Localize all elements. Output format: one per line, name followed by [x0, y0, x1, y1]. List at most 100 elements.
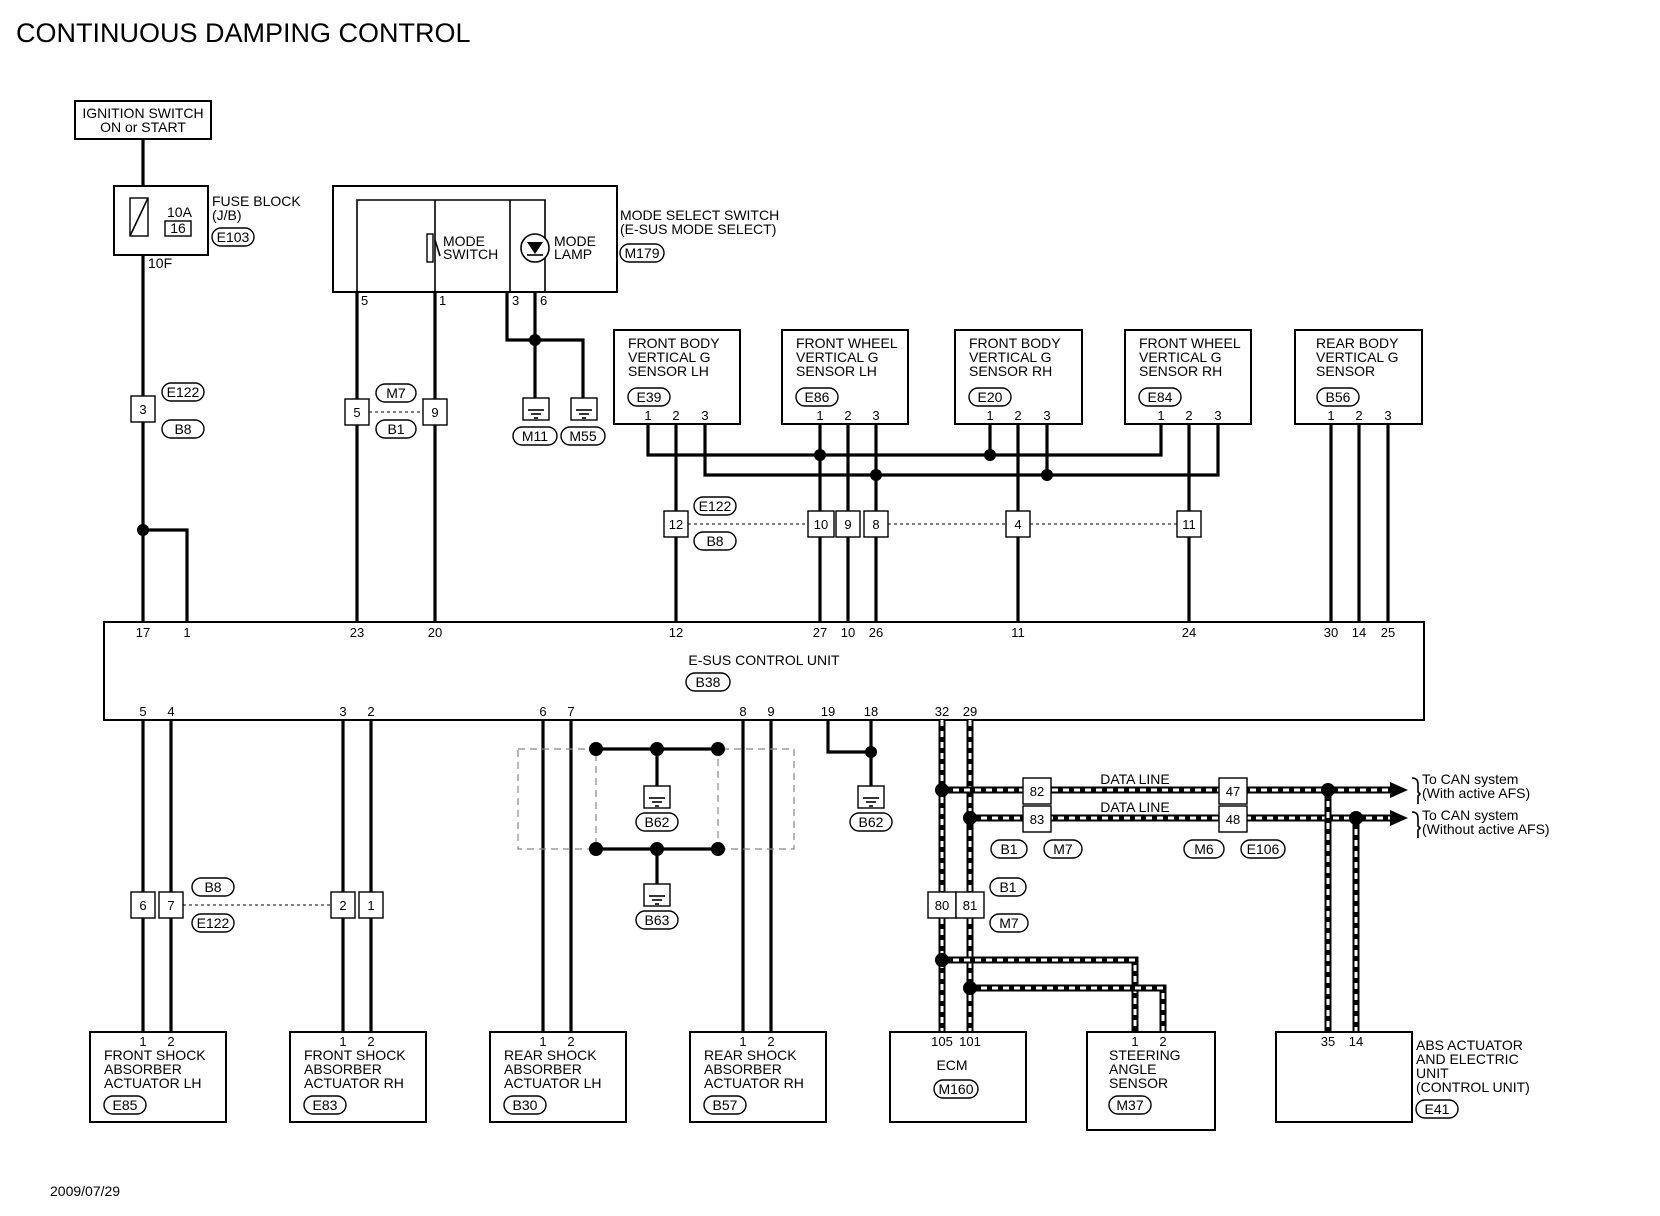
svg-text:ABS ACTUATOR: ABS ACTUATOR [1416, 1037, 1523, 1053]
svg-text:M55: M55 [569, 428, 596, 444]
svg-text:83: 83 [1030, 812, 1044, 827]
e-sus-control-unit: E-SUS CONTROL UNIT B38 17 1 23 20 12 27 … [103, 621, 1425, 721]
svg-text:ABSORBER: ABSORBER [704, 1061, 782, 1077]
svg-text:ECM: ECM [936, 1057, 967, 1073]
svg-text:6: 6 [139, 898, 146, 913]
svg-text:SENSOR: SENSOR [1109, 1075, 1168, 1091]
svg-text:FUSE BLOCK: FUSE BLOCK [212, 193, 301, 209]
svg-text:3: 3 [512, 293, 519, 308]
svg-text:FRONT WHEEL: FRONT WHEEL [1139, 335, 1241, 351]
svg-text:B1: B1 [999, 879, 1016, 895]
svg-text:24: 24 [1182, 625, 1196, 640]
svg-text:SENSOR LH: SENSOR LH [628, 363, 709, 379]
svg-text:20: 20 [428, 625, 442, 640]
svg-text:MODE: MODE [554, 233, 596, 249]
svg-text:6: 6 [539, 704, 546, 719]
svg-text:STEERING: STEERING [1109, 1047, 1181, 1063]
svg-text:REAR SHOCK: REAR SHOCK [504, 1047, 597, 1063]
svg-text:11: 11 [1182, 517, 1196, 532]
svg-text:35: 35 [1321, 1034, 1335, 1049]
svg-text:M7: M7 [1053, 841, 1073, 857]
svg-text:E83: E83 [313, 1097, 338, 1113]
svg-text:To CAN system: To CAN system [1422, 771, 1518, 787]
svg-text:1: 1 [367, 898, 374, 913]
svg-text:81: 81 [963, 898, 977, 913]
steering-angle-sensor: 1 2 STEERING ANGLE SENSOR M37 [1086, 1031, 1216, 1131]
svg-text:E39: E39 [637, 389, 662, 405]
svg-text:3: 3 [1043, 408, 1050, 423]
svg-text:B63: B63 [645, 912, 670, 928]
svg-text:47: 47 [1226, 784, 1240, 799]
svg-text:14: 14 [1352, 625, 1366, 640]
svg-text:7: 7 [167, 898, 174, 913]
data-line-label-2: DATA LINE [1100, 799, 1170, 815]
svg-text:AND ELECTRIC: AND ELECTRIC [1416, 1051, 1519, 1067]
svg-text:FRONT BODY: FRONT BODY [969, 335, 1061, 351]
svg-text:1: 1 [183, 625, 190, 640]
svg-text:MODE: MODE [443, 233, 485, 249]
svg-text:ANGLE: ANGLE [1109, 1061, 1156, 1077]
actuator-front-rh: 1 2 FRONT SHOCK ABSORBER ACTUATOR RH E83 [289, 1031, 427, 1123]
mode-select-switch: MODE SWITCH MODE LAMP MODE SELECT SWITCH… [332, 185, 779, 308]
svg-text:10F: 10F [148, 255, 172, 271]
svg-text:2: 2 [844, 408, 851, 423]
svg-text:E41: E41 [1425, 1101, 1450, 1117]
ecm: 105 101 ECM M160 [889, 1031, 1027, 1123]
svg-text:3: 3 [139, 402, 146, 417]
sensor-front-wheel-rh: FRONT WHEEL VERTICAL G SENSOR RH E84 1 2… [1124, 329, 1252, 425]
svg-text:FRONT SHOCK: FRONT SHOCK [104, 1047, 206, 1063]
svg-text:5: 5 [361, 293, 368, 308]
svg-text:B38: B38 [696, 674, 721, 690]
svg-text:(J/B): (J/B) [212, 207, 242, 223]
svg-text:10A: 10A [167, 204, 193, 220]
svg-text:4: 4 [167, 704, 174, 719]
data-line-label-1: DATA LINE [1100, 771, 1170, 787]
svg-text:B57: B57 [713, 1097, 738, 1113]
svg-text:17: 17 [136, 625, 150, 640]
svg-text:M6: M6 [1194, 841, 1214, 857]
svg-text:VERTICAL G: VERTICAL G [1139, 349, 1221, 365]
svg-text:E84: E84 [1148, 389, 1173, 405]
svg-text:B30: B30 [513, 1097, 538, 1113]
svg-text:ACTUATOR LH: ACTUATOR LH [104, 1075, 202, 1091]
svg-text:E85: E85 [113, 1097, 138, 1113]
svg-text:(CONTROL UNIT): (CONTROL UNIT) [1416, 1079, 1530, 1095]
can-wiring [938, 720, 1390, 1032]
svg-text:6: 6 [540, 293, 547, 308]
svg-text:1: 1 [539, 1034, 546, 1049]
svg-text:25: 25 [1381, 625, 1395, 640]
svg-text:E106: E106 [1247, 841, 1280, 857]
svg-text:11: 11 [1011, 625, 1025, 640]
svg-text:1: 1 [1157, 408, 1164, 423]
svg-text:B56: B56 [1326, 389, 1351, 405]
svg-text:B1: B1 [387, 421, 404, 437]
ground-b63: B63 [635, 883, 679, 930]
svg-text:E122: E122 [167, 384, 200, 400]
svg-text:48: 48 [1226, 812, 1240, 827]
svg-text:B62: B62 [645, 814, 670, 830]
svg-text:E122: E122 [197, 915, 230, 931]
sensor-front-body-lh: FRONT BODY VERTICAL G SENSOR LH E39 1 2 … [613, 329, 741, 425]
svg-text:(With active AFS): (With active AFS) [1422, 785, 1530, 801]
ground-m55: M55 [560, 397, 606, 446]
svg-text:M179: M179 [624, 245, 659, 261]
fuse-connector-tag: E103 [217, 229, 250, 245]
svg-text:30: 30 [1324, 625, 1338, 640]
svg-text:9: 9 [844, 517, 851, 532]
svg-text:SENSOR RH: SENSOR RH [1139, 363, 1222, 379]
svg-text:SENSOR LH: SENSOR LH [796, 363, 877, 379]
svg-text:LAMP: LAMP [554, 246, 592, 262]
svg-text:1: 1 [139, 1034, 146, 1049]
svg-text:1: 1 [439, 293, 446, 308]
svg-text:14: 14 [1349, 1034, 1363, 1049]
svg-text:1: 1 [1131, 1034, 1138, 1049]
svg-text:ABSORBER: ABSORBER [104, 1061, 182, 1077]
svg-text:2: 2 [1014, 408, 1021, 423]
svg-text:ON or START: ON or START [100, 119, 186, 135]
svg-text:2: 2 [1185, 408, 1192, 423]
svg-text:3: 3 [701, 408, 708, 423]
diagram-title: CONTINUOUS DAMPING CONTROL [16, 18, 471, 48]
svg-text:2: 2 [167, 1034, 174, 1049]
svg-text:VERTICAL G: VERTICAL G [1316, 349, 1398, 365]
svg-text:VERTICAL G: VERTICAL G [969, 349, 1051, 365]
